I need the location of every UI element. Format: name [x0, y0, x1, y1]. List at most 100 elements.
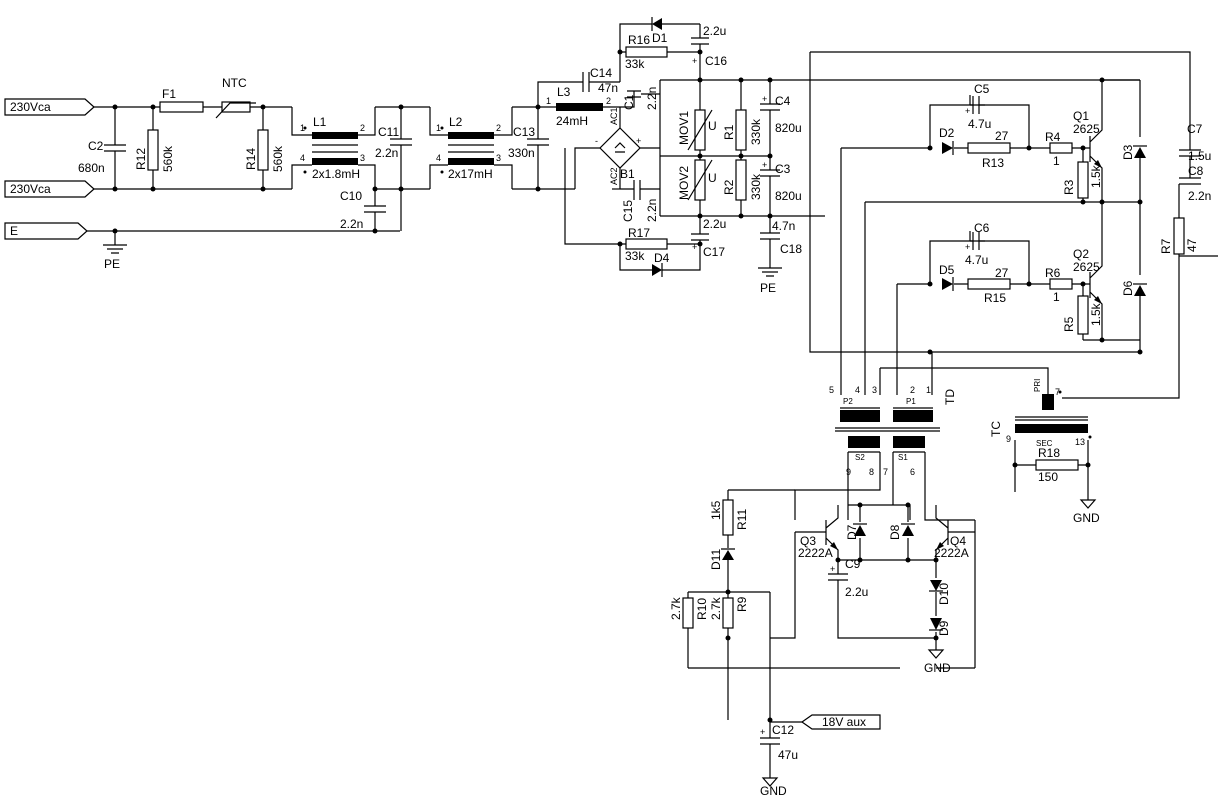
port-line-top[interactable]: [4, 98, 95, 116]
resistor-r1: R1 330k: [722, 80, 763, 160]
svg-text:D6: D6: [1121, 280, 1135, 296]
svg-text:1: 1: [1053, 290, 1060, 304]
port-earth-label: E: [10, 224, 18, 238]
svg-text:C11: C11: [378, 125, 399, 139]
svg-text:L2: L2: [449, 115, 463, 129]
svg-text:680n: 680n: [78, 161, 105, 175]
port-earth[interactable]: [4, 222, 88, 240]
svg-text:C3: C3: [775, 162, 791, 176]
svg-text:U: U: [708, 171, 717, 185]
capacitor-c12: C12 47u +: [760, 717, 798, 778]
svg-text:1.5k: 1.5k: [1089, 302, 1103, 326]
bridge-outer-wire: [809, 51, 1191, 353]
svg-text:2x1.8mH: 2x1.8mH: [312, 167, 360, 181]
svg-text:3: 3: [872, 385, 877, 395]
svg-text:D2: D2: [939, 126, 955, 140]
svg-text:+: +: [965, 106, 970, 116]
svg-text:Q4: Q4: [950, 534, 966, 548]
diode-d2: D2: [939, 126, 955, 155]
svg-text:MOV2: MOV2: [677, 166, 691, 200]
svg-text:820u: 820u: [775, 121, 802, 135]
svg-text:SEC: SEC: [1036, 439, 1053, 448]
svg-text:R13: R13: [982, 156, 1004, 170]
input-ports: 230Vca 230Vca E: [4, 98, 95, 240]
svg-text:47n: 47n: [598, 81, 618, 95]
svg-text:D8: D8: [888, 524, 902, 540]
resistor-r17: R17 33k: [564, 148, 701, 271]
svg-text:6: 6: [910, 467, 915, 477]
resistor-r9: 2.7k R9: [709, 596, 749, 720]
svg-text:L3: L3: [557, 85, 571, 99]
svg-text:C2: C2: [88, 139, 104, 153]
resistor-r11: 1k5 R11: [709, 489, 795, 548]
svg-text:C12: C12: [772, 723, 794, 737]
svg-text:2: 2: [606, 96, 611, 106]
svg-text:TD: TD: [943, 389, 957, 405]
port-18v-aux[interactable]: 18V aux: [770, 714, 881, 730]
svg-text:AC1: AC1: [609, 107, 619, 125]
svg-text:2.2n: 2.2n: [1188, 189, 1211, 203]
svg-text:C16: C16: [705, 54, 727, 68]
pe-label-1: PE: [104, 257, 120, 271]
svg-text:33k: 33k: [625, 57, 645, 71]
resistor-r3: R3 1.5k: [1062, 148, 1103, 202]
svg-text:C1: C1: [622, 94, 636, 110]
svg-text:D7: D7: [845, 524, 859, 540]
svg-text:PRI: PRI: [1033, 379, 1042, 392]
capacitor-c8: C8 2.2n: [1178, 164, 1211, 218]
svg-text:L1: L1: [313, 115, 327, 129]
svg-text:150: 150: [1038, 470, 1058, 484]
svg-text:2: 2: [360, 123, 365, 133]
svg-text:P1: P1: [906, 397, 916, 406]
svg-text:1.5k: 1.5k: [1089, 164, 1103, 188]
svg-text:2625: 2625: [1073, 122, 1100, 136]
svg-text:D3: D3: [1121, 144, 1135, 160]
svg-text:330k: 330k: [749, 173, 763, 200]
svg-text:R1: R1: [722, 124, 736, 140]
svg-text:D5: D5: [939, 263, 955, 277]
svg-text:Q1: Q1: [1073, 109, 1089, 123]
svg-text:D9: D9: [937, 620, 951, 636]
svg-text:4: 4: [436, 153, 441, 163]
diode-d4: D4: [652, 251, 670, 277]
resistor-r4: R4 1: [1045, 130, 1073, 168]
capacitor-c3: C3 820u +: [760, 156, 802, 216]
gnd-symbol-tc: GND: [1073, 499, 1100, 525]
resistor-r6: R6 1: [1045, 266, 1073, 304]
q2-drive-stage: [897, 231, 1090, 287]
svg-text:560k: 560k: [161, 145, 175, 172]
port-18v-aux-label: 18V aux: [822, 715, 866, 729]
svg-text:27: 27: [995, 266, 1009, 280]
capacitor-c1: C1 2.2n: [620, 87, 660, 110]
svg-text:C4: C4: [775, 94, 791, 108]
svg-text:R5: R5: [1062, 316, 1076, 332]
gnd-label-c12: GND: [760, 784, 787, 798]
resistor-r12: R12 560k: [134, 129, 175, 172]
svg-text:D11: D11: [709, 549, 723, 570]
resistor-r15: 27 R15: [967, 266, 1011, 305]
resistor-r16: R16 33k: [619, 33, 700, 82]
capacitor-c7: C7 1.5u: [1179, 122, 1211, 178]
svg-text:R15: R15: [984, 291, 1006, 305]
svg-text:S1: S1: [898, 453, 908, 462]
capacitor-c16: 2.2u C16 +: [617, 24, 727, 80]
capacitor-c18: 4.7n C18 PE: [758, 216, 802, 295]
midpoint-node: [864, 201, 1140, 380]
svg-text:R11: R11: [735, 509, 749, 530]
transistor-q2: Q2 2625: [1073, 202, 1103, 340]
capacitor-c4: C4 820u +: [760, 80, 802, 156]
svg-text:R7: R7: [1159, 238, 1173, 254]
svg-text:2.2u: 2.2u: [703, 24, 726, 38]
junctions-input: [112, 104, 266, 234]
diode-d11: D11: [709, 548, 735, 592]
port-line-bottom[interactable]: [4, 180, 95, 198]
port-line-top-label: 230Vca: [10, 100, 51, 114]
svg-text:3: 3: [360, 153, 365, 163]
diode-d10: D10: [929, 560, 951, 616]
svg-text:R2: R2: [722, 179, 736, 195]
svg-text:2.2u: 2.2u: [703, 217, 726, 231]
svg-text:2222A: 2222A: [934, 546, 969, 560]
capacitor-c6: C6 4.7u +: [965, 221, 990, 267]
